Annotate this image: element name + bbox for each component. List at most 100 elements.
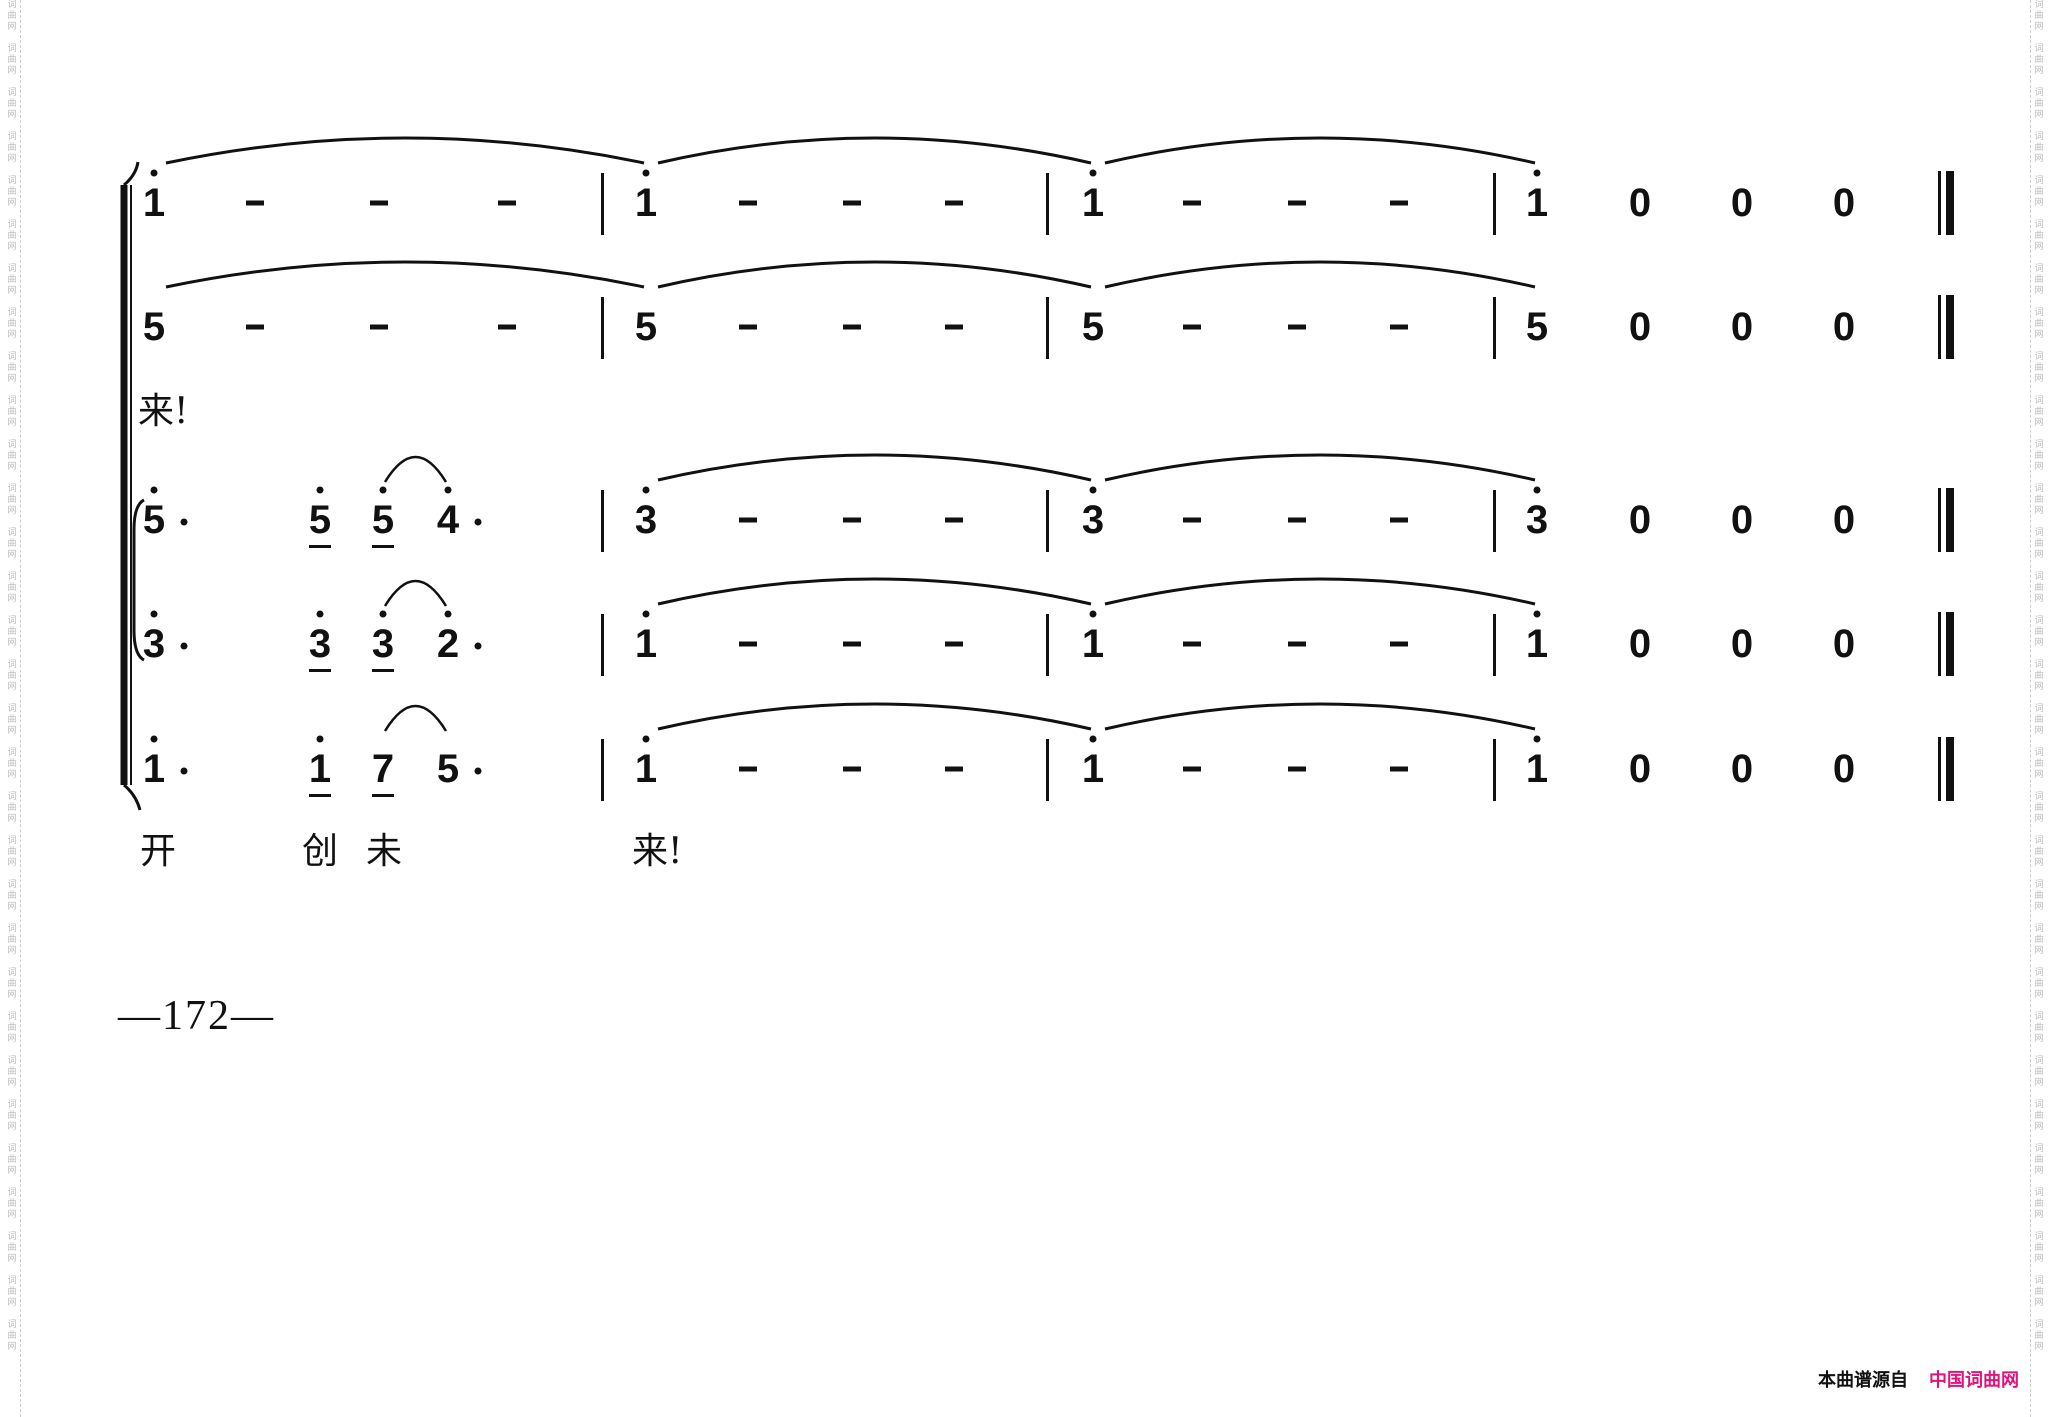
eighth-underline — [309, 794, 331, 797]
final-barline-thick — [1946, 737, 1954, 801]
sustain-dash — [945, 766, 963, 772]
choir-brace — [132, 498, 145, 662]
sustain-dash — [739, 324, 757, 330]
note: 5 — [634, 305, 658, 349]
slur — [1104, 453, 1536, 482]
slur — [1104, 577, 1536, 606]
octave-dot — [316, 735, 324, 743]
note: 0 — [1628, 747, 1652, 791]
note: 5 — [142, 498, 166, 542]
final-barline-thick — [1946, 295, 1954, 359]
final-barline-thin — [1938, 295, 1941, 359]
sustain-dash — [246, 324, 264, 330]
sustain-dash — [739, 517, 757, 523]
note: 0 — [1730, 622, 1754, 666]
sustain-dash — [1390, 324, 1408, 330]
watermark-strip-left: 词曲网词曲网词曲网词曲网词曲网词曲网词曲网词曲网词曲网词曲网词曲网词曲网词曲网词… — [4, 0, 21, 1417]
sustain-dash — [1183, 200, 1201, 206]
slur — [657, 702, 1092, 731]
barline — [1046, 490, 1049, 552]
note: 5 — [1081, 305, 1105, 349]
note: 1 — [634, 622, 658, 666]
tie — [383, 704, 448, 732]
final-barline-thick — [1946, 488, 1954, 552]
note: 0 — [1832, 305, 1856, 349]
sustain-dash — [739, 766, 757, 772]
final-barline-thin — [1938, 171, 1941, 235]
sustain-dash — [945, 517, 963, 523]
note: 1 — [142, 181, 166, 225]
note: 1 — [634, 747, 658, 791]
sustain-dash — [1390, 766, 1408, 772]
sustain-dash — [1288, 200, 1306, 206]
final-barline-thick — [1946, 171, 1954, 235]
note: 3 — [1525, 498, 1549, 542]
sustain-dash — [1390, 641, 1408, 647]
note: 0 — [1628, 498, 1652, 542]
note: 1 — [1081, 747, 1105, 791]
sustain-dash — [843, 766, 861, 772]
barline — [1046, 614, 1049, 676]
note: 1 — [308, 747, 332, 791]
octave-dot — [1533, 735, 1541, 743]
barline — [1493, 297, 1496, 359]
barline — [1493, 739, 1496, 801]
note: 7 — [371, 747, 395, 791]
slur — [165, 260, 645, 289]
final-barline-thin — [1938, 737, 1941, 801]
note: 0 — [1730, 747, 1754, 791]
tie — [383, 455, 448, 483]
sustain-dash — [1288, 766, 1306, 772]
note: 3 — [308, 622, 332, 666]
octave-dot — [379, 486, 387, 494]
note: 5 — [142, 305, 166, 349]
note: 1 — [1525, 181, 1549, 225]
octave-dot — [642, 169, 650, 177]
eighth-underline — [372, 794, 394, 797]
barline — [1046, 173, 1049, 235]
note: 1 — [1081, 622, 1105, 666]
footer-site-link[interactable]: 中国词曲网 — [1929, 1370, 2019, 1391]
sustain-dash — [1390, 200, 1408, 206]
note: 4 — [436, 498, 460, 542]
slur — [657, 453, 1092, 482]
eighth-underline — [309, 545, 331, 548]
octave-dot — [1089, 486, 1097, 494]
sustain-dash — [370, 200, 388, 206]
slur — [1104, 136, 1536, 165]
eighth-underline — [309, 669, 331, 672]
lyric-upper: 来! — [138, 391, 189, 432]
slur — [657, 577, 1092, 606]
sustain-dash — [1183, 517, 1201, 523]
lyric-lai: 来! — [632, 831, 683, 872]
octave-dot — [1089, 169, 1097, 177]
sustain-dash — [246, 200, 264, 206]
augmentation-dot — [180, 642, 188, 650]
sustain-dash — [739, 200, 757, 206]
octave-dot — [150, 169, 158, 177]
note: 0 — [1730, 498, 1754, 542]
sustain-dash — [945, 200, 963, 206]
octave-dot — [1089, 735, 1097, 743]
octave-dot — [642, 610, 650, 618]
note: 0 — [1628, 181, 1652, 225]
note: 0 — [1730, 305, 1754, 349]
sustain-dash — [498, 324, 516, 330]
sustain-dash — [843, 517, 861, 523]
barline — [1046, 739, 1049, 801]
footer-source-label: 本曲谱源自 — [1818, 1370, 1908, 1391]
note: 1 — [1525, 747, 1549, 791]
page-number: —172— — [118, 993, 275, 1039]
barline — [1493, 173, 1496, 235]
note: 1 — [142, 747, 166, 791]
octave-dot — [444, 610, 452, 618]
octave-dot — [150, 486, 158, 494]
barline — [1493, 614, 1496, 676]
sustain-dash — [498, 200, 516, 206]
final-barline-thin — [1938, 612, 1941, 676]
sustain-dash — [1390, 517, 1408, 523]
sustain-dash — [843, 641, 861, 647]
augmentation-dot — [474, 518, 482, 526]
octave-dot — [379, 610, 387, 618]
sustain-dash — [1288, 641, 1306, 647]
